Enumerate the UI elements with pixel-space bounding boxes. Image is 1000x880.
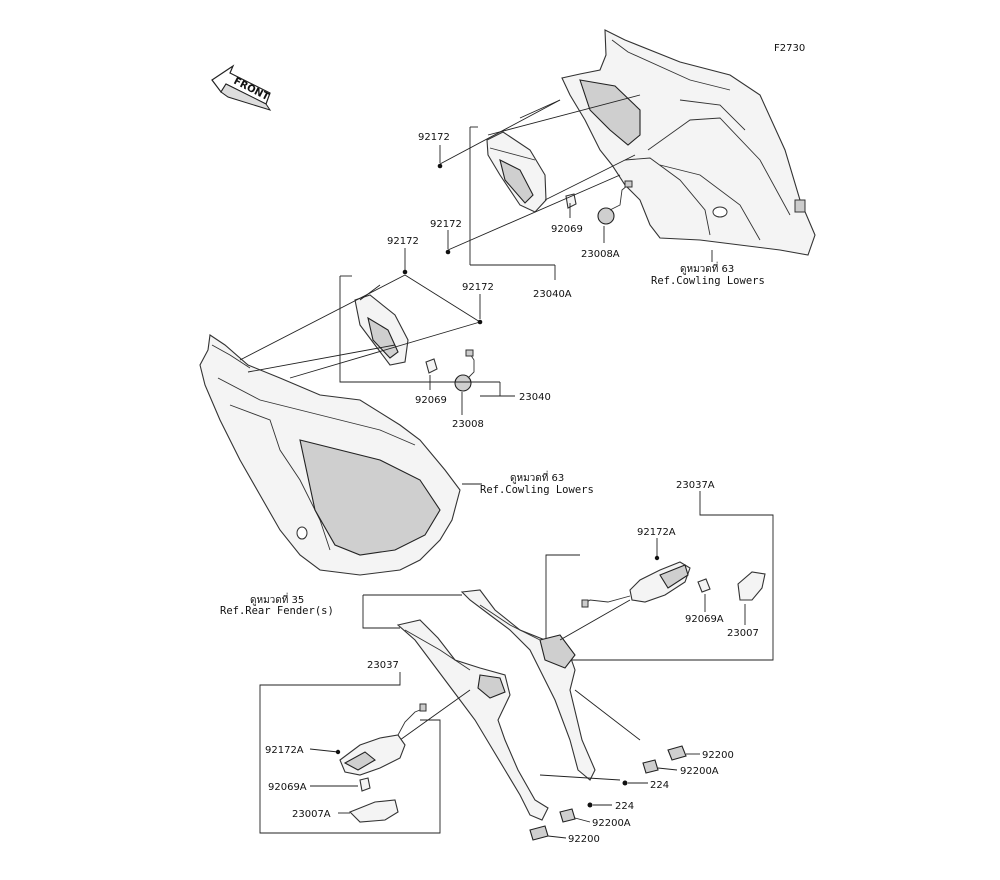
label-92069-a: 92069	[551, 224, 583, 235]
label-92069a-lower: 92069A	[268, 782, 307, 793]
label-92172a-lower: 92172A	[265, 745, 304, 756]
label-23008a: 23008A	[581, 249, 620, 260]
ref-fender-en: Ref.Rear Fender(s)	[220, 605, 334, 617]
upper-signal-housing	[486, 131, 547, 213]
label-92172-b: 92172	[430, 219, 462, 230]
rear-bracket-left	[396, 619, 549, 821]
figure-code: F2730	[774, 43, 805, 54]
collar-92200a-left	[559, 808, 576, 823]
grommet-92200-left	[529, 825, 549, 841]
label-23007a: 23007A	[292, 809, 331, 820]
bulb-92069a-lower	[359, 777, 371, 792]
ref-cowling-upper-en: Ref.Cowling Lowers	[651, 275, 765, 287]
label-92200a-b: 92200A	[592, 818, 631, 829]
ref-cowling-lower-thai: ดูหมวดที่ 63	[510, 470, 564, 484]
label-92172-c: 92172	[387, 236, 419, 247]
nut-224-right	[622, 780, 628, 786]
ref-cowling-lower-en: Ref.Cowling Lowers	[480, 484, 594, 496]
label-23037a: 23037A	[676, 480, 715, 491]
label-23008: 23008	[452, 419, 484, 430]
label-92069-b: 92069	[415, 395, 447, 406]
bulb-92069-lower	[425, 358, 438, 374]
left-cowling-lower	[199, 334, 461, 576]
label-92172a-upper: 92172A	[637, 527, 676, 538]
lens-23007a	[349, 799, 399, 823]
label-224-b: 224	[615, 801, 634, 812]
right-cowling-lower	[561, 29, 816, 256]
ref-fender-thai: ดูหมวดที่ 35	[250, 592, 304, 606]
label-23040: 23040	[519, 392, 551, 403]
label-23040a: 23040A	[533, 289, 572, 300]
collar-92200a-right	[642, 759, 659, 774]
label-92200-a: 92200	[702, 750, 734, 761]
rear-bracket-right	[460, 589, 596, 781]
label-92069a-upper: 92069A	[685, 614, 724, 625]
ref-cowling-upper-thai: ดูหมวดที่ 63	[680, 261, 734, 275]
rear-signal-left	[339, 703, 427, 776]
label-224-a: 224	[650, 780, 669, 791]
nut-224-left	[587, 802, 593, 808]
lower-signal-housing	[354, 294, 409, 366]
label-92172-a: 92172	[418, 132, 450, 143]
label-23037: 23037	[367, 660, 399, 671]
label-92200-b: 92200	[568, 834, 600, 845]
label-92172-d: 92172	[462, 282, 494, 293]
socket-23008	[454, 349, 475, 392]
label-23007: 23007	[727, 628, 759, 639]
front-arrow-icon: FRONT	[211, 64, 272, 111]
lens-23007	[737, 571, 766, 601]
label-92200a-a: 92200A	[680, 766, 719, 777]
rear-signal-right	[581, 561, 691, 608]
bulb-92069a-upper	[697, 578, 711, 593]
socket-23008a	[597, 180, 633, 225]
grommet-92200-right	[667, 745, 687, 761]
